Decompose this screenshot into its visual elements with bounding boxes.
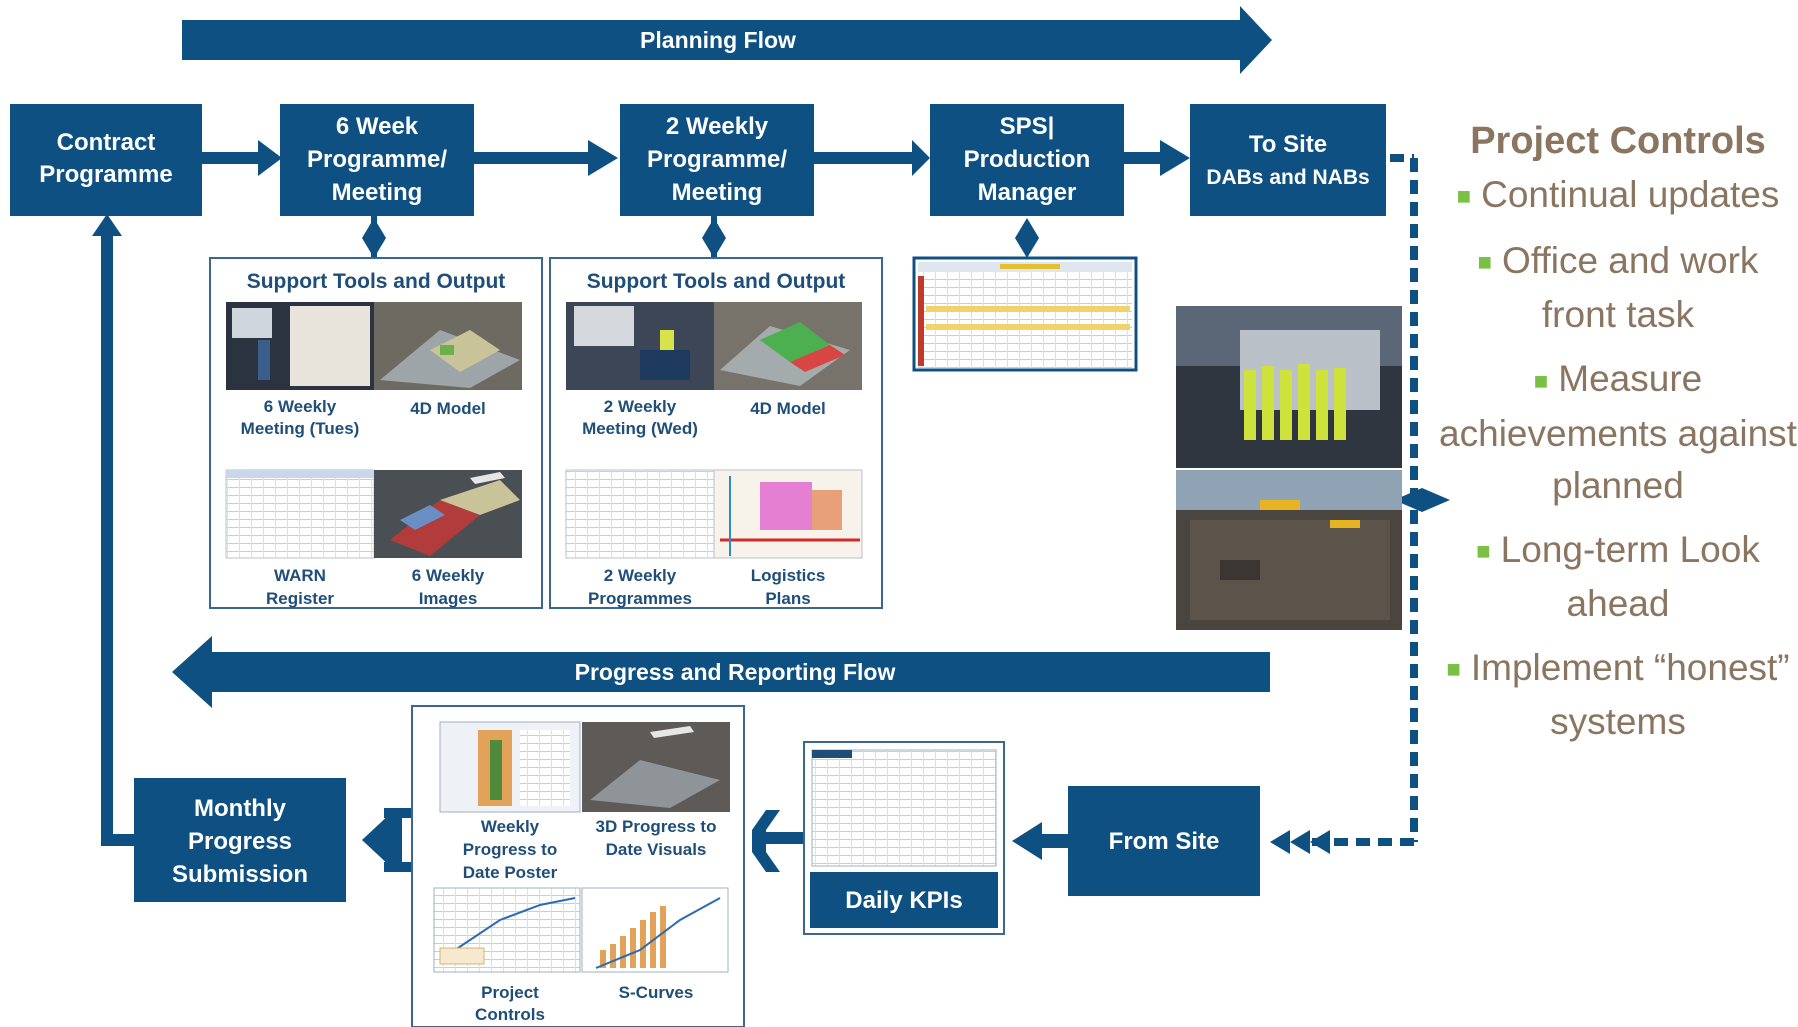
svg-text:6 Weekly: 6 Weekly bbox=[412, 566, 485, 585]
logistics-plans-image bbox=[713, 469, 863, 559]
svg-text:2 Weekly: 2 Weekly bbox=[604, 566, 677, 585]
six-week-support-panel: Support Tools and Output 6 Weekly Meetin… bbox=[209, 257, 543, 609]
reporting-outputs-panel: Weekly Progress to Date Poster 3D Progre… bbox=[411, 705, 745, 1027]
svg-text:Meeting (Wed): Meeting (Wed) bbox=[582, 419, 698, 438]
svg-text:Programme: Programme bbox=[39, 161, 172, 188]
4d-model-image bbox=[374, 302, 522, 390]
top-connectors bbox=[200, 140, 1190, 176]
diamond-connectors bbox=[362, 214, 1039, 264]
project-controls-items: ■Continual updates ■Office and work fron… bbox=[1438, 169, 1798, 748]
planning-flow-arrow: Planning Flow bbox=[182, 6, 1272, 74]
project-controls-title: Project Controls bbox=[1470, 120, 1766, 162]
contract-programme-node: Contract Programme bbox=[10, 104, 202, 216]
daily-kpis-panel: Daily KPIs bbox=[803, 741, 1005, 935]
return-line bbox=[92, 214, 141, 846]
warn-register-image bbox=[225, 469, 375, 559]
svg-text:Plans: Plans bbox=[765, 589, 810, 608]
svg-text:Images: Images bbox=[419, 589, 478, 608]
two-weekly-node: 2 Weekly Programme/ Meeting bbox=[620, 104, 814, 216]
svg-text:Date Poster: Date Poster bbox=[463, 863, 558, 882]
svg-text:To Site: To Site bbox=[1249, 131, 1327, 158]
bullet-icon: ■ bbox=[1477, 249, 1493, 277]
svg-text:Weekly: Weekly bbox=[481, 817, 540, 836]
svg-text:Meeting (Tues): Meeting (Tues) bbox=[241, 419, 360, 438]
svg-text:Support Tools and Output: Support Tools and Output bbox=[247, 270, 506, 293]
svg-text:Logistics: Logistics bbox=[751, 566, 826, 585]
svg-text:Programme/: Programme/ bbox=[647, 146, 787, 173]
bullet-icon: ■ bbox=[1533, 367, 1549, 395]
svg-text:Register: Register bbox=[266, 589, 334, 608]
site-photo-excavation bbox=[1176, 470, 1402, 630]
svg-text:SPS|: SPS| bbox=[1000, 113, 1055, 140]
six-week-node: 6 Week Programme/ Meeting bbox=[280, 104, 474, 216]
site-photo-workers bbox=[1176, 306, 1402, 468]
to-site-node: To Site DABs and NABs bbox=[1190, 104, 1386, 216]
3d-progress-image bbox=[582, 722, 730, 812]
svg-text:6 Week: 6 Week bbox=[336, 113, 419, 140]
6-weekly-images-render bbox=[374, 470, 522, 558]
svg-text:Meeting: Meeting bbox=[332, 179, 423, 206]
4d-model-image bbox=[714, 302, 862, 390]
bottom-connectors bbox=[362, 808, 1070, 872]
daily-kpis-label: Daily KPIs bbox=[845, 887, 962, 914]
list-item: ■Long-term Look ahead bbox=[1476, 528, 1760, 624]
meeting-photo bbox=[566, 302, 714, 390]
svg-text:6 Weekly: 6 Weekly bbox=[264, 397, 337, 416]
svg-text:DABs and NABs: DABs and NABs bbox=[1206, 166, 1369, 189]
svg-text:Contract: Contract bbox=[57, 129, 156, 156]
from-site-node: From Site bbox=[1068, 786, 1260, 896]
svg-text:Programme/: Programme/ bbox=[307, 146, 447, 173]
two-weekly-support-panel: Support Tools and Output 2 Weekly Meetin… bbox=[549, 257, 883, 609]
svg-text:2 Weekly: 2 Weekly bbox=[666, 113, 769, 140]
side-diamond-connector bbox=[1394, 488, 1450, 512]
sps-screenshot bbox=[912, 256, 1138, 372]
planning-flow-label: Planning Flow bbox=[640, 27, 796, 53]
bullet-icon: ■ bbox=[1476, 537, 1491, 565]
svg-text:Support Tools and Output: Support Tools and Output bbox=[587, 270, 846, 293]
project-controls-image bbox=[433, 887, 581, 973]
svg-text:Progress to: Progress to bbox=[463, 840, 557, 859]
svg-text:Controls: Controls bbox=[475, 1005, 545, 1024]
meeting-photo bbox=[226, 302, 374, 390]
svg-text:Project: Project bbox=[481, 983, 539, 1002]
svg-text:3D Progress to: 3D Progress to bbox=[596, 817, 717, 836]
svg-text:Production: Production bbox=[964, 146, 1091, 173]
list-item: ■Office and work front task bbox=[1477, 240, 1759, 336]
weekly-poster-image bbox=[439, 721, 581, 813]
svg-text:Submission: Submission bbox=[172, 861, 308, 888]
svg-text:Programmes: Programmes bbox=[588, 589, 692, 608]
svg-text:WARN: WARN bbox=[274, 566, 326, 585]
svg-text:Progress: Progress bbox=[188, 828, 292, 855]
bullet-icon: ■ bbox=[1456, 183, 1472, 211]
svg-text:Monthly: Monthly bbox=[194, 795, 287, 822]
svg-text:4D Model: 4D Model bbox=[410, 399, 486, 418]
monthly-progress-node: Monthly Progress Submission bbox=[134, 778, 346, 902]
list-item: ■Continual updates bbox=[1456, 174, 1780, 215]
s-curves-image bbox=[581, 887, 729, 973]
sps-node: SPS| Production Manager bbox=[930, 104, 1124, 216]
svg-text:S-Curves: S-Curves bbox=[619, 983, 694, 1002]
svg-text:Date Visuals: Date Visuals bbox=[606, 840, 707, 859]
svg-text:Manager: Manager bbox=[978, 179, 1077, 206]
svg-text:From Site: From Site bbox=[1109, 828, 1220, 855]
bullet-icon: ■ bbox=[1446, 656, 1461, 684]
svg-text:Meeting: Meeting bbox=[672, 179, 763, 206]
reporting-flow-label: Progress and Reporting Flow bbox=[575, 659, 896, 685]
svg-text:4D Model: 4D Model bbox=[750, 399, 826, 418]
list-item: ■Implement “honest” systems bbox=[1446, 646, 1790, 743]
svg-text:2 Weekly: 2 Weekly bbox=[604, 397, 677, 416]
list-item: ■Measure achievements against planned bbox=[1439, 358, 1797, 506]
2-weekly-programmes-image bbox=[565, 469, 715, 559]
reporting-flow-arrow: Progress and Reporting Flow bbox=[172, 636, 1270, 708]
from-site-arrowheads bbox=[1270, 830, 1330, 854]
project-controls-list: Project Controls ■Continual updates ■Off… bbox=[1438, 120, 1798, 760]
